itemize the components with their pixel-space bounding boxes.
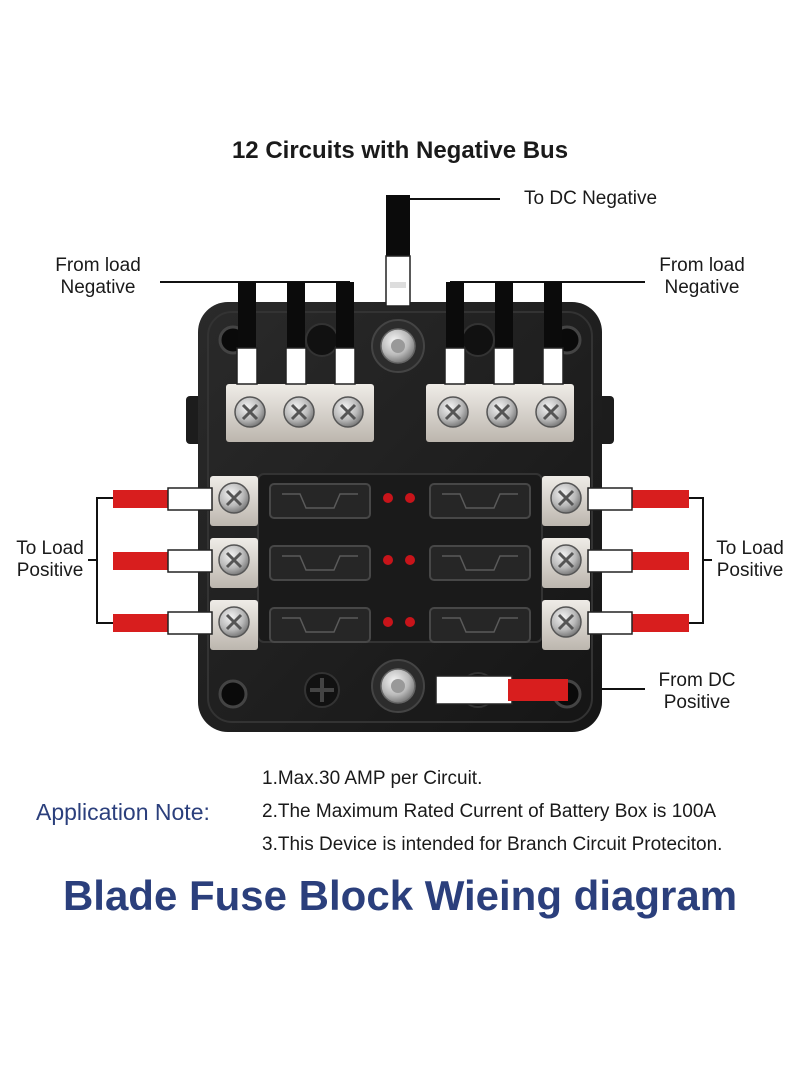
led-indicators bbox=[383, 493, 415, 627]
negative-load-wires bbox=[236, 282, 564, 385]
label-line: From DC bbox=[658, 670, 736, 691]
footer-title: Blade Fuse Block Wieing diagram bbox=[62, 872, 738, 919]
label-line: Negative bbox=[664, 277, 740, 298]
label-line: From load bbox=[55, 255, 141, 276]
label-line: Positive bbox=[716, 560, 784, 581]
application-note-line: 3.This Device is intended for Branch Cir… bbox=[262, 834, 723, 855]
label-line: To Load bbox=[716, 538, 784, 559]
dc-positive-cable bbox=[435, 675, 568, 705]
label-from-load-negative-right: From load Negative bbox=[652, 255, 752, 299]
application-note-line: 1.Max.30 AMP per Circuit. bbox=[262, 768, 483, 789]
label-line: Positive bbox=[663, 692, 731, 713]
bus-screws bbox=[234, 396, 567, 428]
positive-terminals bbox=[210, 476, 590, 650]
label-from-dc-positive: From DC Positive bbox=[650, 670, 744, 714]
diagram-title: 12 Circuits with Negative Bus bbox=[231, 137, 569, 164]
application-note-line: 2.The Maximum Rated Current of Battery B… bbox=[262, 801, 717, 822]
fuse-slots bbox=[269, 483, 531, 643]
positive-stud bbox=[371, 659, 425, 713]
label-to-load-positive-left: To Load Positive bbox=[10, 538, 90, 582]
label-to-load-positive-right: To Load Positive bbox=[708, 538, 792, 582]
label-from-load-negative-left: From load Negative bbox=[48, 255, 148, 299]
dc-negative-cable bbox=[385, 195, 411, 307]
label-to-dc-negative: To DC Negative bbox=[524, 188, 658, 209]
label-line: From load bbox=[659, 255, 745, 276]
application-note-heading: Application Note: bbox=[36, 799, 210, 825]
positive-load-wires bbox=[113, 487, 689, 635]
fuse-slot-outlines bbox=[282, 493, 518, 633]
label-line: Negative bbox=[60, 277, 136, 298]
negative-stud bbox=[371, 319, 425, 373]
label-line: To Load bbox=[16, 538, 84, 559]
label-line: Positive bbox=[16, 560, 84, 581]
